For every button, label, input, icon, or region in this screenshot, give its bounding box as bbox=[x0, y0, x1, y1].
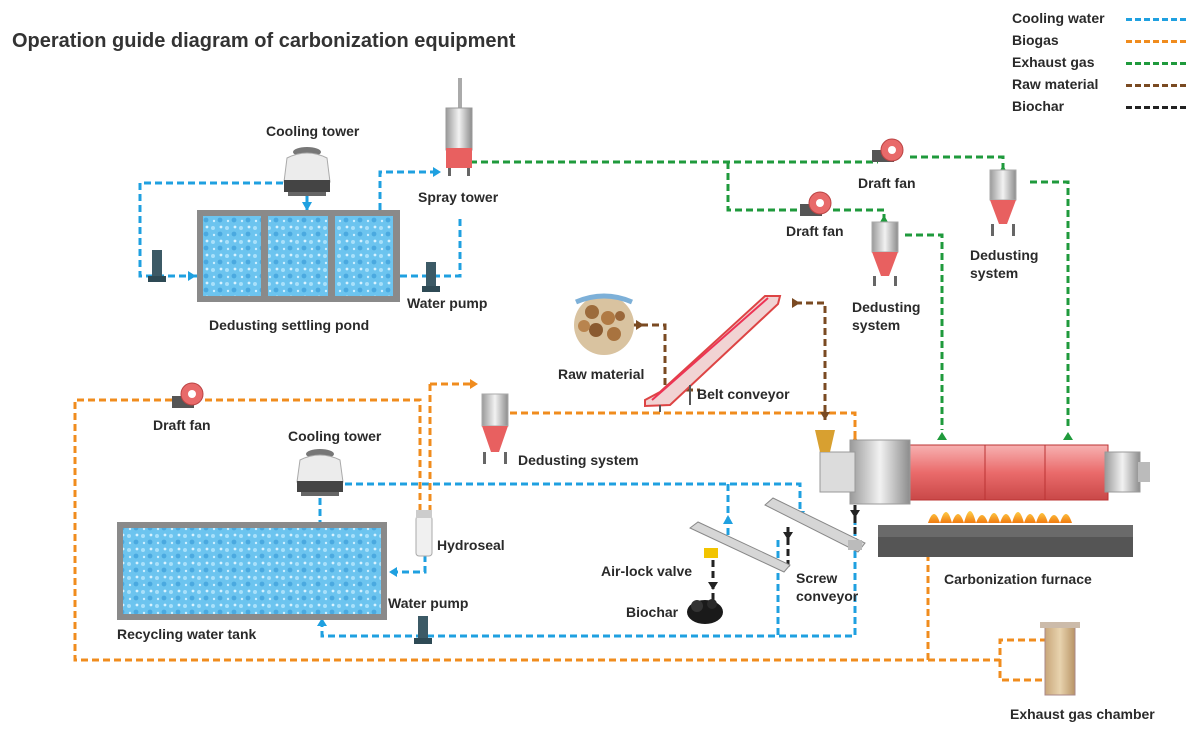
draft-fan-mid bbox=[800, 191, 832, 216]
legend: Cooling water Biogas Exhaust gas Raw mat… bbox=[1012, 8, 1194, 118]
legend-swatch-biogas bbox=[1126, 40, 1186, 43]
legend-swatch-exhaust-gas bbox=[1126, 62, 1186, 65]
screw-conveyor-1 bbox=[689, 521, 791, 573]
dedusting-settling-pond bbox=[197, 210, 400, 302]
screw-conveyor-2 bbox=[764, 497, 866, 553]
exhaust-gas-chamber bbox=[1040, 622, 1080, 696]
legend-item-biogas: Biogas bbox=[1012, 30, 1194, 52]
legend-swatch-raw-material bbox=[1126, 84, 1186, 87]
label-cooling-tower-top: Cooling tower bbox=[266, 123, 360, 139]
recycling-water-tank bbox=[117, 522, 387, 620]
exhaust-gas-lines bbox=[470, 155, 1070, 430]
label-dedusting-system-mid-line2: system bbox=[852, 317, 901, 333]
label-carbonization-furnace: Carbonization furnace bbox=[944, 571, 1092, 587]
label-dedusting-system-right-line2: system bbox=[970, 265, 1019, 281]
label-dedusting-system-right-line1: Dedusting bbox=[970, 247, 1039, 263]
legend-swatch-cooling-water bbox=[1126, 18, 1186, 21]
label-draft-fan-left: Draft fan bbox=[153, 417, 211, 433]
legend-item-biochar: Biochar bbox=[1012, 96, 1194, 118]
label-raw-material: Raw material bbox=[558, 366, 645, 382]
label-draft-fan-mid: Draft fan bbox=[786, 223, 844, 239]
raw-material-logs bbox=[574, 293, 634, 355]
draft-fan-left bbox=[172, 382, 204, 408]
label-hydroseal: Hydroseal bbox=[437, 537, 505, 553]
carbonization-furnace bbox=[815, 430, 1150, 557]
spray-tower bbox=[445, 78, 473, 176]
belt-conveyor bbox=[644, 295, 782, 412]
label-recycling-water-tank: Recycling water tank bbox=[117, 626, 257, 642]
legend-item-raw-material: Raw material bbox=[1012, 74, 1194, 96]
cooling-water-lines-bottom bbox=[318, 482, 857, 638]
dedusting-system-right bbox=[989, 169, 1017, 236]
label-air-lock-valve: Air-lock valve bbox=[601, 563, 693, 579]
label-screw-conveyor-line1: Screw bbox=[796, 570, 838, 586]
label-dedusting-settling-pond: Dedusting settling pond bbox=[209, 317, 370, 333]
label-exhaust-gas-chamber: Exhaust gas chamber bbox=[1010, 706, 1155, 722]
draft-fan-right bbox=[872, 138, 904, 162]
label-dedusting-system-bottom: Dedusting system bbox=[518, 452, 639, 468]
label-screw-conveyor-line2: conveyor bbox=[796, 588, 859, 604]
label-dedusting-system-mid-line1: Dedusting bbox=[852, 299, 921, 315]
legend-item-exhaust-gas: Exhaust gas bbox=[1012, 52, 1194, 74]
label-spray-tower: Spray tower bbox=[418, 189, 499, 205]
label-draft-fan-right: Draft fan bbox=[858, 175, 916, 191]
legend-swatch-biochar bbox=[1126, 106, 1186, 109]
dedusting-system-mid bbox=[871, 221, 899, 286]
legend-label: Biochar bbox=[1012, 98, 1065, 114]
label-cooling-tower-bottom: Cooling tower bbox=[288, 428, 382, 444]
label-biochar: Biochar bbox=[626, 604, 679, 620]
cooling-tower-bottom bbox=[296, 449, 344, 496]
legend-item-cooling-water: Cooling water bbox=[1012, 8, 1194, 30]
water-pump-top-right bbox=[422, 262, 440, 292]
legend-label: Exhaust gas bbox=[1012, 54, 1095, 70]
raw-material-lines bbox=[630, 301, 827, 420]
legend-label: Cooling water bbox=[1012, 10, 1105, 26]
cooling-tower-top bbox=[283, 147, 331, 196]
label-water-pump-top: Water pump bbox=[407, 295, 488, 311]
label-belt-conveyor: Belt conveyor bbox=[697, 386, 790, 402]
biochar-pile bbox=[687, 599, 723, 624]
legend-label: Biogas bbox=[1012, 32, 1059, 48]
water-pump-top-left bbox=[148, 250, 166, 282]
label-water-pump-bottom: Water pump bbox=[388, 595, 469, 611]
diagram-title: Operation guide diagram of carbonization… bbox=[12, 30, 516, 52]
dedusting-system-bottom bbox=[481, 393, 509, 464]
legend-label: Raw material bbox=[1012, 76, 1099, 92]
water-pump-bottom bbox=[414, 616, 432, 644]
hydroseal bbox=[415, 510, 433, 557]
